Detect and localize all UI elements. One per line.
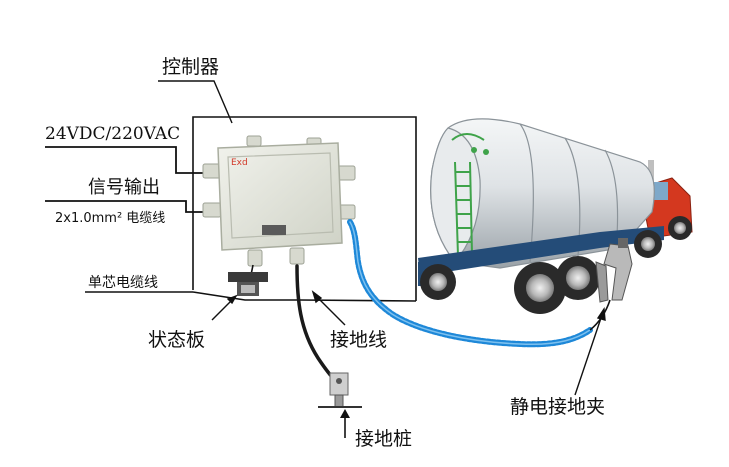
power-cable [45,146,216,174]
signal-cable [45,200,216,213]
ground-clamp-leader [574,306,606,396]
controller-leader [158,80,233,124]
ground-post-leader [340,409,350,438]
label-ground-wire: 接地线 [330,329,387,351]
status-board [228,264,268,296]
label-signal: 信号输出 [88,177,160,198]
tanker-truck [418,118,693,314]
label-status-board: 状态板 [148,329,205,351]
ground-post [318,372,362,408]
coiled-cable-highlight [349,221,591,346]
label-cable-spec: 2x1.0mm² 电缆线 [55,210,165,226]
ground-wire-leader [311,290,346,326]
controller-frame [192,116,417,301]
single-core-cable [85,291,417,302]
status-board-leader [211,294,238,321]
label-ground-post: 接地桩 [355,428,412,450]
label-power: 24VDC/220VAC [45,124,180,144]
label-controller: 控制器 [162,56,219,78]
grounding-clamp [595,238,633,303]
box-mark: Exd [231,158,248,168]
truck-wheels [420,216,692,314]
junction-box [202,135,356,267]
ground-wire [295,264,340,385]
label-single-core: 单芯电缆线 [88,275,158,291]
label-ground-clamp: 静电接地夹 [510,396,605,418]
